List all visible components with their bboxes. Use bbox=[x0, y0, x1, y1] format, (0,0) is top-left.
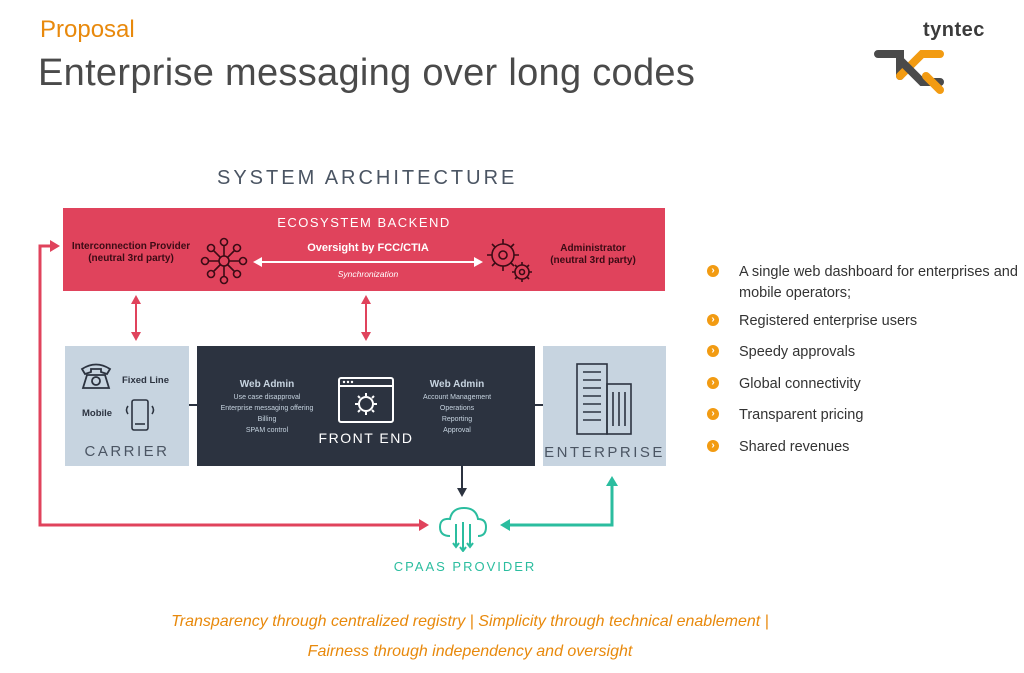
benefit-item: › Transparent pricing bbox=[707, 405, 1024, 426]
backend-title: ECOSYSTEM BACKEND bbox=[277, 215, 451, 230]
benefit-text: Global connectivity bbox=[739, 376, 861, 392]
web-admin-left-item: Enterprise messaging offering bbox=[220, 405, 314, 412]
network-hub-icon bbox=[200, 237, 248, 285]
web-admin-left-item: Billing bbox=[257, 416, 277, 423]
front-end-label: FRONT END bbox=[318, 430, 414, 446]
gears-icon bbox=[487, 239, 532, 282]
chevron-right-circle-icon: › bbox=[707, 314, 719, 326]
web-admin-left-list: Use case disapproval Enterprise messagin… bbox=[207, 392, 327, 436]
slide-title: Enterprise messaging over long codes bbox=[38, 52, 696, 94]
chevron-right-circle-icon: › bbox=[707, 345, 719, 357]
synchronization-label: Synchronization bbox=[337, 269, 399, 279]
cloud-icon bbox=[438, 506, 488, 552]
web-admin-right-item: Account Management bbox=[422, 394, 492, 401]
carrier-label: CARRIER bbox=[84, 443, 170, 460]
web-admin-left-item: Use case disapproval bbox=[233, 394, 301, 401]
backend-carrier-arrow bbox=[131, 295, 141, 341]
enterprise-cpaas-green-arrow bbox=[500, 476, 618, 531]
administrator-label: Administrator (neutral 3rd party) bbox=[538, 243, 648, 267]
tagline-line-2: Fairness through independency and oversi… bbox=[307, 643, 633, 660]
benefit-text: Registered enterprise users bbox=[739, 313, 918, 329]
chevron-right-circle-icon: › bbox=[707, 265, 719, 277]
web-admin-left-title: Web Admin bbox=[239, 379, 295, 390]
web-admin-right-item: Operations bbox=[439, 405, 475, 412]
oversight-label: Oversight by FCC/CTIA bbox=[307, 242, 429, 254]
mobile-phone-icon bbox=[125, 399, 155, 431]
office-building-icon bbox=[576, 363, 632, 435]
telephone-icon bbox=[80, 363, 112, 389]
interconnection-provider-name: Interconnection Provider bbox=[71, 241, 191, 252]
slide-eyebrow: Proposal bbox=[40, 16, 135, 43]
web-admin-right-title: Web Admin bbox=[429, 379, 485, 390]
benefit-item: › Shared revenues bbox=[707, 437, 1024, 458]
ecosystem-backend-box: ECOSYSTEM BACKEND Interconnection Provid… bbox=[63, 208, 665, 291]
enterprise-box: ENTERPRISE bbox=[543, 346, 666, 466]
brand-name: tyntec bbox=[923, 19, 985, 41]
benefit-item: › Registered enterprise users bbox=[707, 311, 1024, 332]
front-end-box: Web Admin Use case disapproval Enterpris… bbox=[197, 346, 535, 466]
chevron-right-circle-icon: › bbox=[707, 440, 719, 452]
benefit-text: Speedy approvals bbox=[739, 344, 856, 360]
benefit-text: A single web dashboard for enterprises a… bbox=[739, 264, 1018, 301]
administrator-role: (neutral 3rd party) bbox=[550, 255, 636, 266]
enterprise-label: ENTERPRISE bbox=[544, 444, 665, 461]
benefit-text: Transparent pricing bbox=[739, 407, 864, 423]
carrier-box: Fixed Line Mobile CARRIER bbox=[65, 346, 189, 466]
web-admin-left-item: SPAM control bbox=[245, 427, 289, 434]
web-admin-right-item: Reporting bbox=[441, 416, 473, 423]
diagram-title: SYSTEM ARCHITECTURE bbox=[217, 167, 518, 189]
chevron-right-circle-icon: › bbox=[707, 408, 719, 420]
benefit-text: Shared revenues bbox=[739, 439, 850, 455]
backend-frontend-arrow bbox=[361, 295, 371, 341]
interconnection-provider-role: (neutral 3rd party) bbox=[88, 253, 174, 264]
chevron-right-circle-icon: › bbox=[707, 377, 719, 389]
benefit-item: › A single web dashboard for enterprises… bbox=[707, 262, 1024, 304]
mobile-label: Mobile bbox=[82, 408, 113, 419]
backend-cpaas-red-arrow bbox=[38, 240, 429, 531]
tagline-line-1: Transparency through centralized registr… bbox=[171, 613, 769, 630]
tyntec-logo-icon bbox=[874, 50, 944, 94]
web-admin-right-item: Approval bbox=[443, 427, 471, 434]
administrator-name: Administrator bbox=[560, 243, 626, 254]
web-admin-right-list: Account Management Operations Reporting … bbox=[397, 392, 517, 436]
browser-gear-icon bbox=[338, 377, 394, 423]
benefit-item: › Speedy approvals bbox=[707, 342, 1024, 363]
sync-double-arrow bbox=[253, 257, 483, 267]
cpaas-provider-label: CPAAS PROVIDER bbox=[393, 559, 537, 574]
benefit-item: › Global connectivity bbox=[707, 374, 1024, 395]
fixed-line-label: Fixed Line bbox=[122, 375, 169, 386]
interconnection-provider-label: Interconnection Provider (neutral 3rd pa… bbox=[70, 241, 192, 265]
